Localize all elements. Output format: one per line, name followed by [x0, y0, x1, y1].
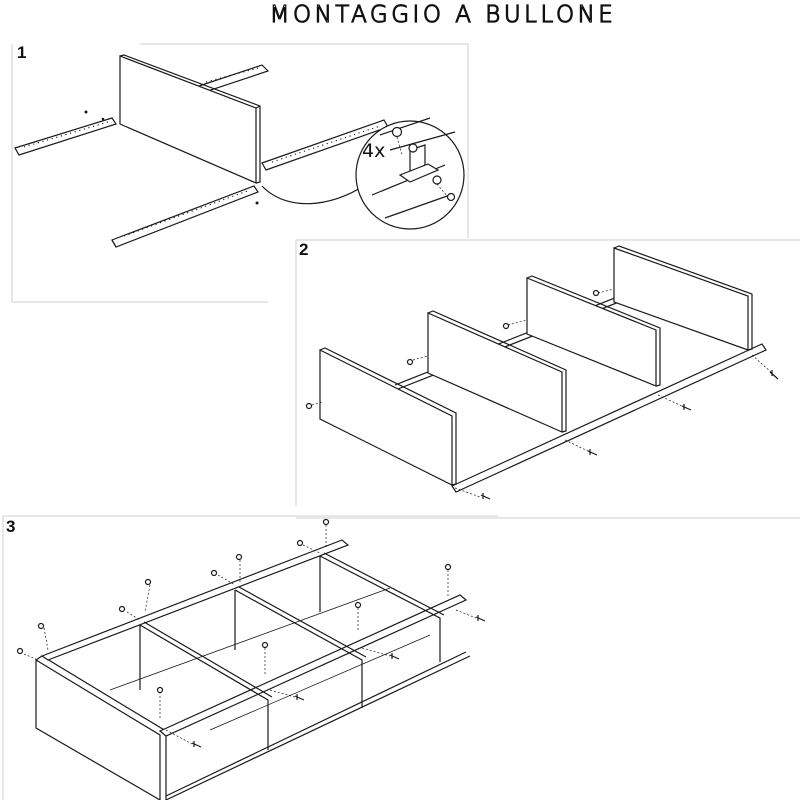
bracket	[398, 163, 440, 183]
side-panel	[119, 54, 261, 184]
step-1-number: 1	[17, 43, 27, 62]
top-rails	[40, 539, 468, 737]
page-title: MONTAGGIO A BULLONE	[269, 1, 617, 28]
step-3-number: 3	[6, 517, 16, 536]
rail-left	[14, 110, 117, 156]
screw-marker	[84, 110, 88, 114]
quantity-label: 4x	[362, 140, 385, 162]
detail-callout	[355, 117, 465, 230]
step-2-frame	[295, 239, 800, 506]
end-panel	[35, 658, 161, 800]
callout-leader	[261, 179, 373, 205]
screw-icon	[16, 647, 24, 655]
panel-2	[427, 310, 567, 433]
step-2-panel	[295, 239, 800, 519]
step-3-panel	[2, 515, 498, 800]
bottom-rails	[109, 587, 471, 800]
rail-front	[111, 185, 259, 248]
step-1-frame	[11, 44, 268, 303]
page-title-text: MONTAGGIO A BULLONE	[270, 2, 617, 28]
panel-1	[319, 347, 457, 486]
step-3-frame	[2, 515, 498, 800]
rails	[394, 283, 767, 493]
dividers	[139, 552, 445, 750]
screws	[16, 518, 486, 748]
panel-3	[526, 275, 661, 387]
panel-4	[613, 245, 753, 351]
screw-icon	[305, 402, 313, 410]
screws	[305, 288, 779, 500]
step-2-number: 2	[299, 240, 309, 259]
step-1-panel: 4x	[11, 43, 469, 303]
bolt-icon	[391, 126, 403, 138]
